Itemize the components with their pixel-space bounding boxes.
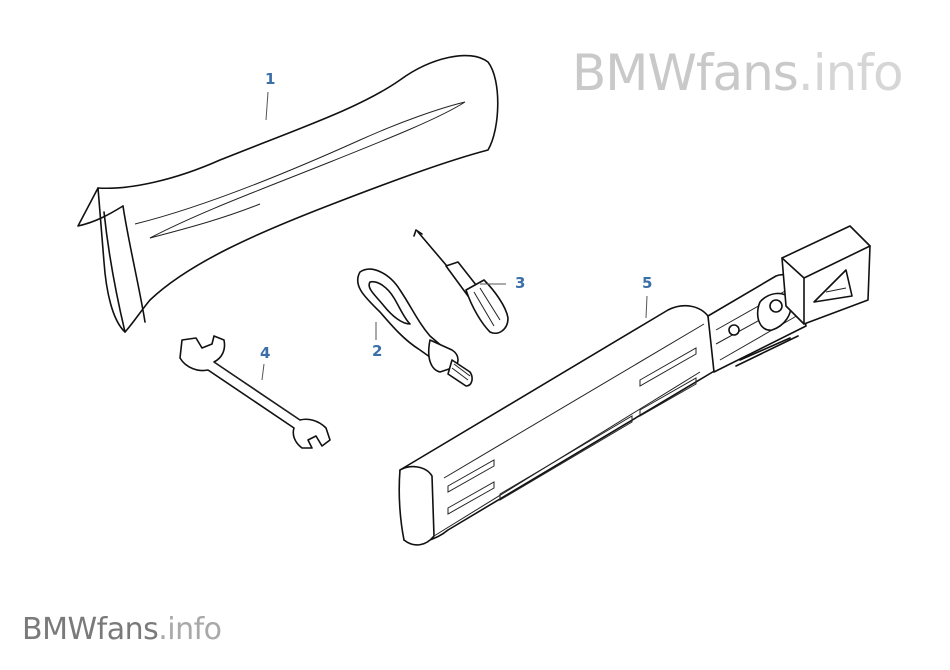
callout-5[interactable]: 5 [642, 274, 653, 292]
footer-logo: BMWfans.info [22, 612, 222, 647]
callout-2[interactable]: 2 [372, 342, 383, 360]
leader-line-1 [265, 91, 269, 121]
open-end-wrench-icon[interactable] [179, 335, 331, 449]
callout-1[interactable]: 1 [265, 70, 276, 88]
towing-eye-icon[interactable] [356, 268, 473, 387]
footer-logo-brand: BMWfans [22, 612, 159, 647]
tool-case-icon[interactable] [398, 225, 871, 546]
footer-logo-suffix: .info [158, 612, 222, 647]
watermark-brand: BMWfans [572, 44, 799, 102]
screwdriver-icon[interactable] [413, 229, 509, 334]
watermark-logo: BMWfans.info [572, 44, 904, 102]
leader-line-4 [261, 363, 265, 381]
callout-3[interactable]: 3 [515, 274, 526, 292]
tool-bag-icon[interactable] [77, 54, 499, 333]
watermark-suffix: .info [797, 44, 904, 102]
leader-line-5 [645, 295, 648, 319]
leader-lines [261, 91, 648, 381]
callout-4[interactable]: 4 [260, 344, 271, 362]
